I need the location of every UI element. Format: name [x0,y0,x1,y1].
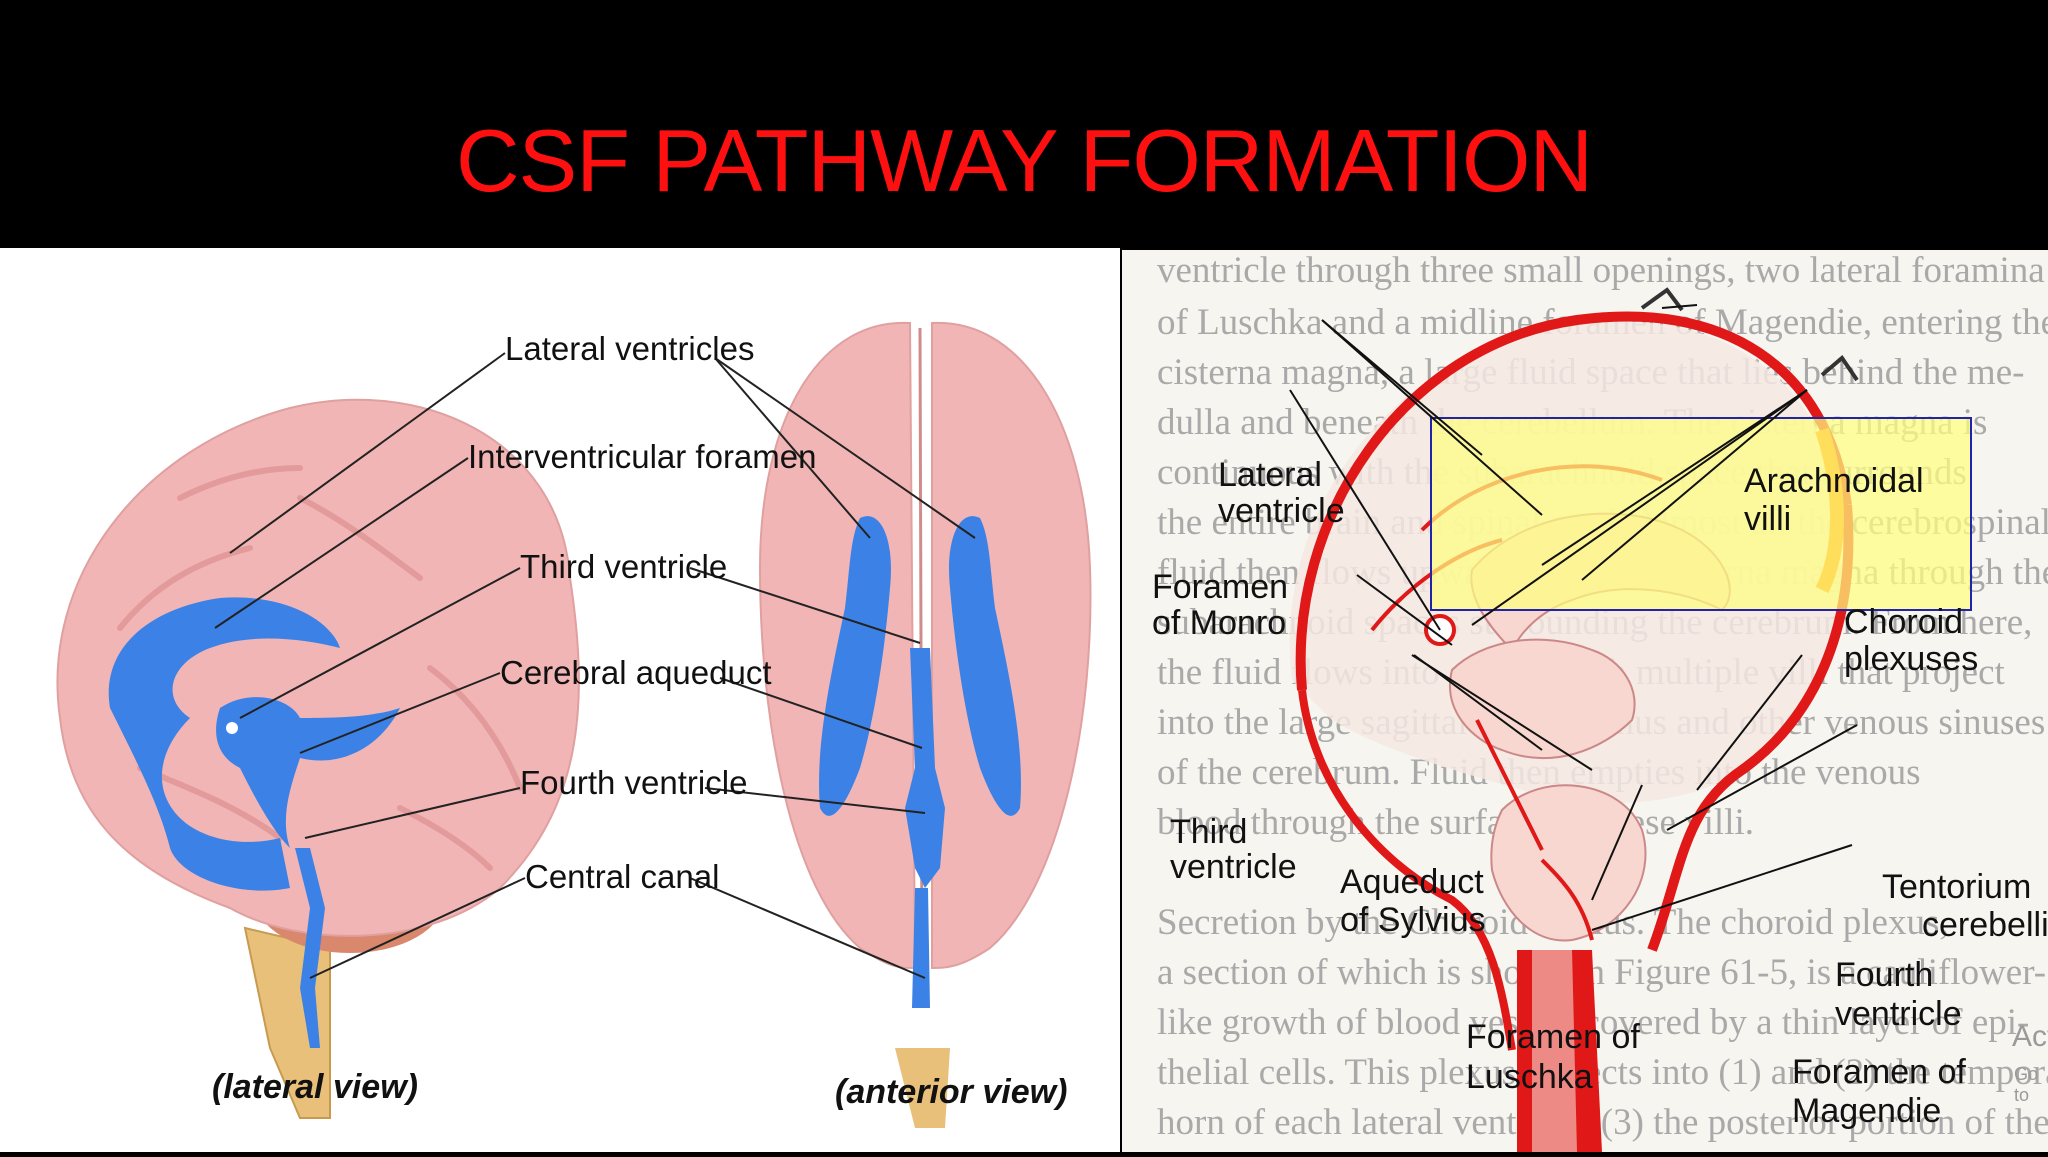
csf-circulation-panel: ventricle through three small openings, … [1122,250,2048,1152]
label-cerebral-aqueduct: Cerebral aqueduct [500,654,772,691]
activation-watermark: Act [2012,1020,2048,1053]
label-third-ventricle-right: Third ventricle [1170,813,1297,886]
label-foramen-of-magendie: Foramen of Magendie [1792,1053,1975,1130]
ventricle-illustration: Lateral ventricles Interventricular fora… [56,321,1092,1128]
svg-text:a section of which is shown in: a section of which is shown in Figure 61… [1157,952,2046,993]
label-fourth-ventricle-right: Fourth ventricle [1835,956,1962,1033]
leader-lines [214,352,976,979]
label-arachnoidal-villi: Arachnoidal villi [1744,462,1933,538]
csf-circulation-diagram: ventricle through three small openings, … [1152,250,2048,1152]
svg-text:blood through the surfaces of: blood through the surfaces of these vill… [1157,802,1754,843]
label-foramen-of-luschka: Foramen of Luschka [1466,1018,1649,1096]
svg-text:thelial cells. This plexus pro: thelial cells. This plexus projects into… [1157,1052,2048,1093]
title-bar [0,0,2048,248]
choroid-highlight-box [1430,417,1972,611]
caption-lateral-view: (lateral view) [212,1068,418,1106]
label-interventricular-foramen: Interventricular foramen [468,438,816,475]
slide-title: CSF PATHWAY FORMATION [455,111,1593,210]
label-lateral-ventricle: Lateral ventricle [1218,456,1345,530]
label-foramen-of-monro: Foramen of Monro [1152,568,1298,642]
lateral-view-brain [56,398,580,1119]
label-aqueduct-of-sylvius: Aqueduct of Sylvius [1340,863,1493,939]
svg-text:ventricle through three small: ventricle through three small openings, … [1157,250,2045,291]
label-central-canal: Central canal [525,858,719,895]
anterior-view-brain [758,321,1092,1128]
activation-watermark-sub: Go to [2014,1064,2039,1105]
caption-anterior-view: (anterior view) [835,1073,1067,1111]
label-tentorium-cerebelli: Tentorium cerebelli [1882,868,2048,944]
label-choroid-plexuses: Choroid plexuses [1844,603,1978,678]
label-fourth-ventricle: Fourth ventricle [520,764,747,801]
svg-text:horn of each lateral ventricle: horn of each lateral ventricle, (3) the … [1157,1102,2048,1143]
label-lateral-ventricles: Lateral ventricles [505,330,754,367]
label-third-ventricle: Third ventricle [520,548,727,585]
csf-leader-lines [1289,304,1858,931]
ventricle-illustration-panel: Lateral ventricles Interventricular fora… [0,248,1120,1152]
